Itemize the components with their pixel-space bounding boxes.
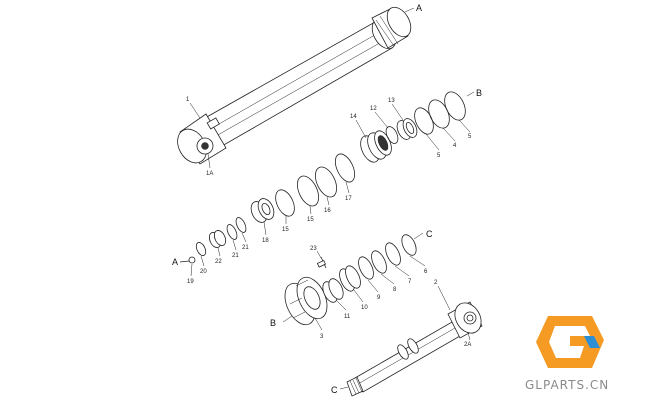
upper-seal-group — [275, 91, 466, 217]
part-label-22: 22 — [215, 259, 222, 265]
piston-group — [284, 234, 417, 326]
part-label-10: 10 — [361, 305, 368, 311]
reference-letters: A A B B C C — [172, 3, 482, 395]
part-label-13: 13 — [388, 98, 395, 104]
part-label-11: 11 — [344, 314, 351, 320]
part-label-20: 20 — [200, 269, 207, 275]
part-label-14: 14 — [350, 114, 357, 120]
part-label-1a: 1A — [206, 171, 213, 177]
part-label-21-left: 21 — [232, 253, 239, 259]
part-number-labels: 1 1A 14 12 13 5 4 5 17 16 15 15 18 21 21… — [186, 97, 472, 348]
ref-a-top: A — [416, 3, 422, 13]
part-label-12: 12 — [370, 106, 377, 112]
part-label-15-upper: 15 — [307, 217, 314, 223]
part-label-1: 1 — [186, 97, 190, 103]
part-label-5-outer: 5 — [468, 134, 472, 140]
watermark-text: GLPARTS.CN — [525, 378, 609, 392]
cylinder-barrel — [177, 6, 412, 165]
part-label-3: 3 — [320, 334, 324, 340]
part-label-19: 19 — [187, 279, 194, 285]
part-label-2a: 2A — [464, 342, 471, 348]
part-label-18: 18 — [262, 238, 269, 244]
glparts-watermark: GLPARTS.CN — [525, 316, 609, 392]
middle-row-parts — [179, 198, 275, 264]
part-label-5-inner: 5 — [437, 153, 441, 159]
ref-c-right: C — [426, 229, 433, 239]
ref-a-left: A — [172, 257, 178, 267]
part-label-4: 4 — [453, 143, 457, 149]
part-label-8: 8 — [393, 287, 397, 293]
leader-lines — [189, 7, 475, 390]
piston-rod — [346, 301, 483, 397]
part-label-9: 9 — [377, 295, 381, 301]
ref-c-bottom: C — [331, 385, 338, 395]
part-label-7: 7 — [408, 279, 412, 285]
part-label-16: 16 — [324, 208, 331, 214]
ref-b-right: B — [476, 88, 482, 98]
ref-b-left: B — [270, 318, 276, 328]
part-label-6: 6 — [424, 269, 428, 275]
part-label-21-right: 21 — [242, 245, 249, 251]
part-label-15-lower: 15 — [282, 227, 289, 233]
part-label-17: 17 — [345, 196, 352, 202]
part-label-23: 23 — [310, 246, 317, 252]
part-label-2: 2 — [434, 280, 438, 286]
